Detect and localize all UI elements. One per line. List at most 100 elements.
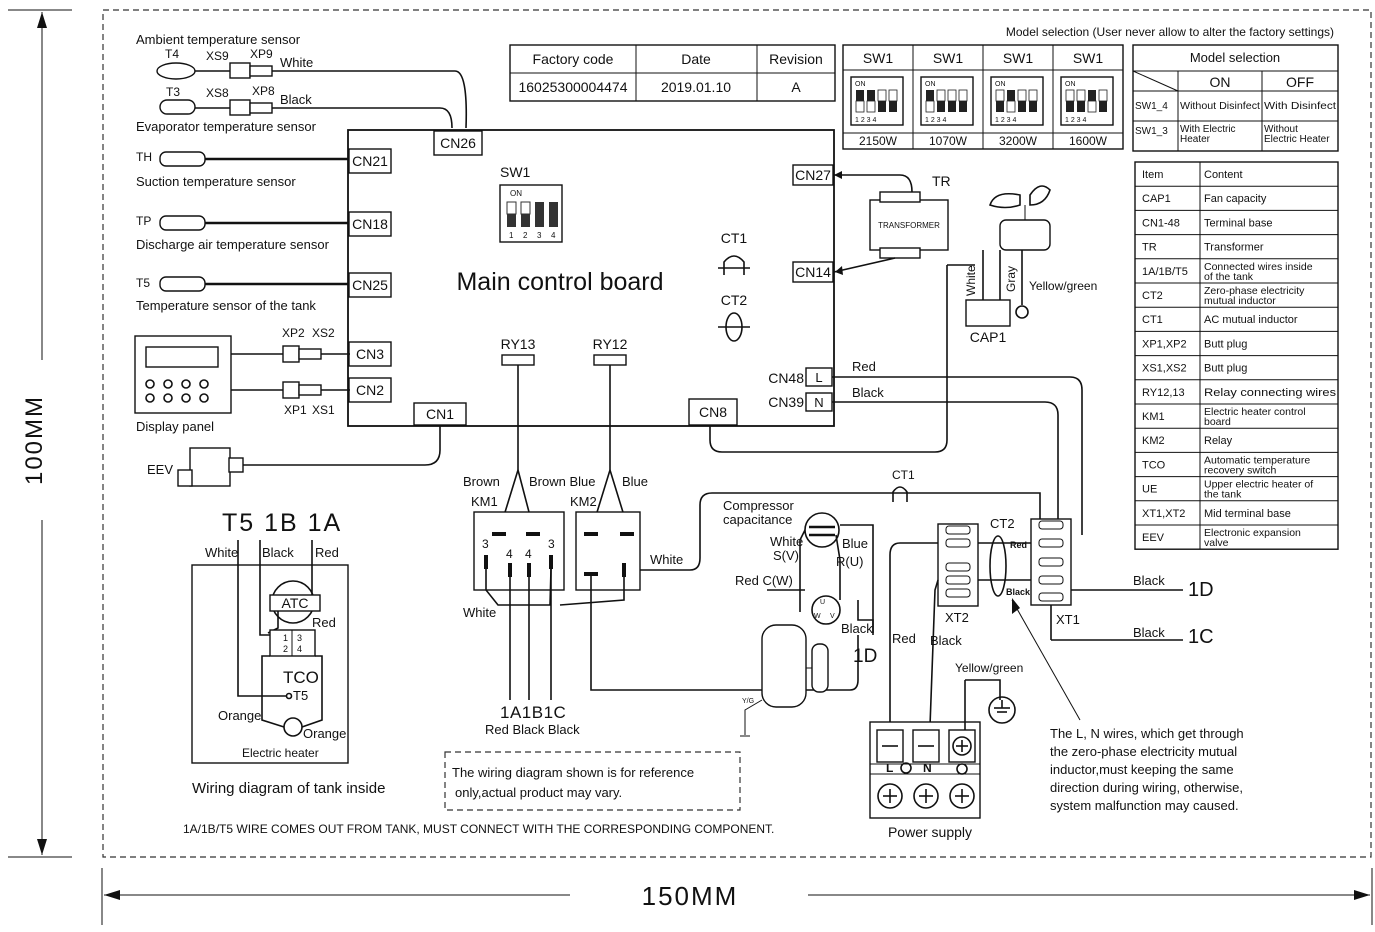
board-ct1-label: CT1 — [721, 230, 748, 246]
ambient-sensor-label: Ambient temperature sensor — [136, 32, 301, 47]
ln-note-1: The L, N wires, which get through — [1050, 726, 1244, 741]
compressor-label-1: Compressor — [723, 498, 794, 513]
ln-wires: Red Black — [832, 359, 1083, 535]
ct2-red-label: Red — [1010, 540, 1027, 550]
dip-switch-icon: ON 1 2 3 4 — [920, 76, 974, 126]
tank-black-label: Black — [262, 545, 294, 560]
compressor-body-icon — [761, 624, 807, 708]
panel-button-icon — [145, 393, 155, 403]
legend-content: Fan capacity — [1204, 193, 1267, 205]
sw1-4-on: Without Disinfect — [1180, 101, 1260, 112]
ground-icon — [1015, 305, 1029, 319]
legend-content: Butt plug — [1204, 363, 1247, 375]
compressor-label-2: capacitance — [723, 512, 792, 527]
legend-item: CAP1 — [1142, 193, 1171, 205]
compressor-red-cw-label: Red C(W) — [735, 573, 793, 588]
transformer-tr-label: TR — [932, 173, 951, 189]
xs9-label: XS9 — [206, 49, 229, 63]
cn26-label: CN26 — [440, 135, 476, 151]
svg-text:3: 3 — [537, 231, 542, 240]
transformer: TR TRANSFORMER — [833, 171, 951, 275]
legend-item: KM1 — [1142, 411, 1165, 423]
th-label: TH — [136, 150, 152, 164]
panel-button-icon — [199, 379, 209, 389]
dip-switch-icon: ON1 2 3 4 — [990, 76, 1044, 126]
svg-text:2: 2 — [523, 231, 528, 240]
compressor-blue-label: Blue — [842, 536, 868, 551]
brown-blue-label: Brown Blue — [529, 474, 595, 489]
cn18-label: CN18 — [352, 216, 388, 232]
svg-text:4: 4 — [551, 231, 556, 240]
legend-item: XS1,XS2 — [1142, 363, 1187, 375]
svg-text:ON: ON — [925, 81, 936, 88]
ct2-label: CT2 — [990, 516, 1015, 531]
xt1-label: XT1 — [1056, 612, 1080, 627]
out-1c-label: 1C — [1188, 626, 1214, 648]
board-ct2-label: CT2 — [721, 292, 748, 308]
cn14-label: CN14 — [795, 264, 831, 280]
sw1-model-header: SW1 — [863, 50, 894, 66]
svg-text:ON: ON — [1065, 81, 1076, 88]
fan-yellow-green-label: Yellow/green — [1029, 279, 1097, 293]
cn3-connector — [348, 341, 392, 367]
tank-title: T5 1B 1A — [222, 509, 342, 537]
xp1-label: XP1 — [284, 403, 307, 417]
tank-inside-diagram: T5 1B 1A White Black Red ATC Red 12 34 T… — [191, 509, 385, 797]
cn1-label: CN1 — [426, 406, 454, 422]
white-wire-label: White — [280, 55, 313, 70]
factory-code-header: Factory code — [533, 51, 614, 67]
svg-text:4: 4 — [297, 644, 302, 654]
compressor-sv-label: S(V) — [773, 548, 799, 563]
xp9-label: XP9 — [250, 47, 273, 61]
xs1-label: XS1 — [312, 403, 335, 417]
ct1-ring-icon — [892, 486, 908, 502]
svg-text:1 2 3 4: 1 2 3 4 — [925, 117, 947, 124]
km2-white-label: White — [650, 552, 683, 567]
sw1-power-value: 2150W — [859, 134, 898, 148]
sw1-model-header: SW1 — [1003, 50, 1034, 66]
svg-text:2: 2 — [283, 644, 288, 654]
xs9-plug-icon — [229, 62, 251, 79]
cn25-label: CN25 — [352, 277, 388, 293]
sw1-power-value: 3200W — [999, 134, 1038, 148]
orange-label-2: Orange — [303, 726, 346, 741]
km1-pin-4-right: 4 — [525, 547, 532, 561]
eev-label: EEV — [147, 462, 173, 477]
compressor: Compressor capacitance White S(V) Blue R… — [723, 498, 877, 737]
dimension-markers: 100MM 150MM — [8, 9, 1373, 925]
xs2-label: XS2 — [312, 326, 335, 340]
fan-motor: White Gray Yellow/green CAP1 — [709, 185, 1097, 453]
dip-switch-icon: ON1 2 3 4 — [1060, 76, 1114, 126]
ct1-transformer: CT1 — [892, 468, 915, 502]
compressor-1d-label: 1D — [853, 646, 877, 667]
legend-item: CT1 — [1142, 314, 1163, 326]
blue-label: Blue — [622, 474, 648, 489]
cn39-n-label: N — [814, 395, 823, 410]
tank-wire-colors: Red Black Black — [485, 722, 580, 737]
power-n-label: N — [923, 761, 932, 775]
model-selection-title: Model selection — [1190, 50, 1280, 65]
revision-header: Revision — [769, 51, 823, 67]
svg-text:ON: ON — [855, 81, 866, 88]
panel-button-icon — [181, 379, 191, 389]
th-sensor-icon — [159, 151, 206, 167]
sensor-group: Ambient temperature sensor T4 XS9 XP9 Wh… — [136, 32, 468, 313]
svg-text:1: 1 — [283, 633, 288, 643]
panel-button-icon — [199, 393, 209, 403]
display-panel-label: Display panel — [136, 419, 214, 434]
ct2-ring-icon — [989, 535, 1007, 597]
fan-motor-icon — [999, 219, 1051, 251]
model-selection-note: Model selection (User never allow to alt… — [1006, 25, 1334, 39]
tco-label: TCO — [283, 668, 319, 687]
legend-item: RY12,13 — [1142, 387, 1185, 399]
legend-item: XP1,XP2 — [1142, 338, 1187, 350]
cn14-connector — [792, 261, 834, 283]
svg-text:3: 3 — [297, 633, 302, 643]
compressor-yg-label: Y/G — [742, 698, 754, 705]
xp2-label: XP2 — [282, 326, 305, 340]
red-wire-label: Red — [852, 359, 876, 374]
t4-label: T4 — [165, 47, 179, 61]
